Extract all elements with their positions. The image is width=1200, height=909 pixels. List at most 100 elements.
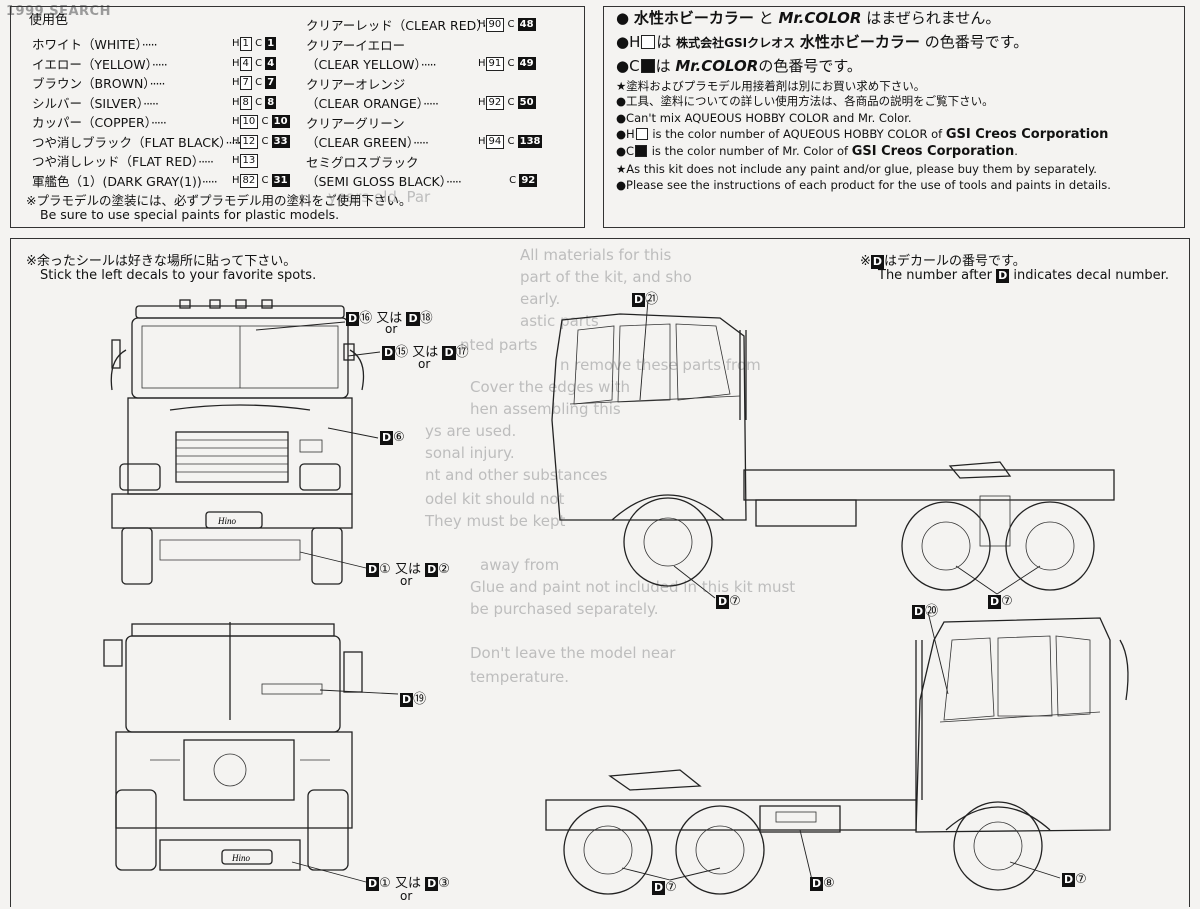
h-color-number: 1 [239, 37, 252, 51]
c-code-prefix: C [504, 136, 518, 147]
c-code-prefix: C [251, 77, 266, 88]
bg-line: early. [520, 290, 561, 308]
paint-name: （SEMI GLOSS BLACK） [306, 174, 446, 189]
callout-or-3: or [400, 574, 413, 588]
note-jp-4: ★塗料およびプラモデル用接着剤は別にお買い求め下さい。 [616, 79, 926, 93]
paint-name: セミグロスブラック [306, 154, 419, 170]
leader-dots: ····· [420, 57, 437, 72]
c-code-prefix: C [251, 96, 266, 108]
paint-name: （CLEAR ORANGE） [306, 96, 424, 111]
bg-line: nted parts [460, 336, 538, 354]
paint-name: シルバー（SILVER） [32, 95, 144, 111]
paint-row: クリアーイエロー [306, 35, 588, 54]
leader-dots: ····· [413, 135, 429, 150]
paint-name: （CLEAR YELLOW） [306, 57, 421, 72]
paint-name: 軍艦色（1）(DARK GRAY(1)) [32, 173, 202, 189]
paint-name: クリアーグリーン [306, 115, 405, 131]
c-color-number: 50 [517, 96, 536, 109]
h-code-prefix: H [478, 19, 486, 30]
h-code-prefix: H [232, 77, 240, 88]
truck-front-view: Hino [110, 299, 365, 585]
bg-line: away from [480, 556, 560, 574]
bg-line: nt and other substances [425, 466, 608, 484]
rear-grille-logo: Hino [231, 853, 251, 863]
paint-name: つや消しレッド（FLAT RED） [32, 154, 199, 169]
bg-line: hen assembling this [470, 400, 621, 418]
h-code-prefix: H [232, 174, 240, 186]
h-code-prefix: H [478, 97, 486, 108]
leader-dots: ····· [149, 76, 166, 91]
h-color-number: 91 [485, 57, 505, 71]
callout-or-1: or [385, 322, 398, 336]
paint-name: クリアーイエロー [306, 37, 406, 53]
c-code-prefix: C [504, 19, 518, 30]
c-color-number: 48 [517, 18, 536, 31]
paint-row: クリアーグリーン [306, 113, 588, 132]
note-en-2: ●H is the color number of AQUEOUS HOBBY … [616, 127, 1109, 142]
paint-row: セミグロスブラック [306, 152, 588, 171]
c-square-icon [635, 145, 648, 157]
c-color-number: 8 [265, 95, 277, 109]
c-code-prefix: C [504, 58, 518, 69]
h-color-number: 4 [239, 56, 252, 71]
bg-line: ys are used. [425, 422, 517, 440]
paint-name: ホワイト（WHITE） [32, 37, 142, 52]
note-en-4: ★As this kit does not include any paint … [616, 162, 1097, 176]
bg-line: They must be kept [425, 512, 566, 530]
leader-dots: ····· [446, 174, 462, 189]
h-code-prefix: H [232, 96, 240, 108]
bg-line: years old. Par [328, 188, 431, 206]
bg-line: n remove these parts from [560, 356, 761, 374]
bg-line: be purchased separately. [470, 600, 659, 618]
bg-line: odel kit should not [425, 490, 565, 508]
note-en-3: ●C is the color number of Mr. Color of G… [616, 144, 1018, 159]
paint-name: （CLEAR GREEN） [306, 135, 414, 150]
paint-note-en: Be sure to use special paints for plasti… [40, 207, 340, 222]
bg-line: part of the kit, and sho [520, 268, 692, 286]
h-code-prefix: H [232, 135, 240, 147]
c-color-number: 33 [271, 134, 290, 148]
callout-or-2: or [418, 357, 431, 371]
paint-name: イエロー（YELLOW） [32, 56, 152, 72]
truck-side-view-left [545, 617, 1129, 895]
decal-number-note-en: The number after D indicates decal numbe… [878, 268, 1169, 283]
leader-dots: ····· [225, 134, 241, 150]
leader-dots: ····· [198, 154, 214, 169]
decal-section [10, 238, 1190, 907]
watermark-logo: 1999 SEARCH [6, 4, 111, 19]
paint-table-title: 使用色 [29, 13, 69, 28]
front-grille-logo: Hino [217, 516, 237, 526]
bg-line: All materials for this [520, 246, 672, 264]
c-code-prefix: C [504, 97, 518, 108]
leader-dots: ····· [201, 173, 218, 189]
h-color-number: 13 [239, 154, 259, 168]
h-code-prefix: H [478, 136, 486, 147]
c-code-prefix: C [506, 175, 520, 186]
c-color-number: 138 [517, 135, 543, 148]
h-color-number: 92 [485, 96, 505, 110]
